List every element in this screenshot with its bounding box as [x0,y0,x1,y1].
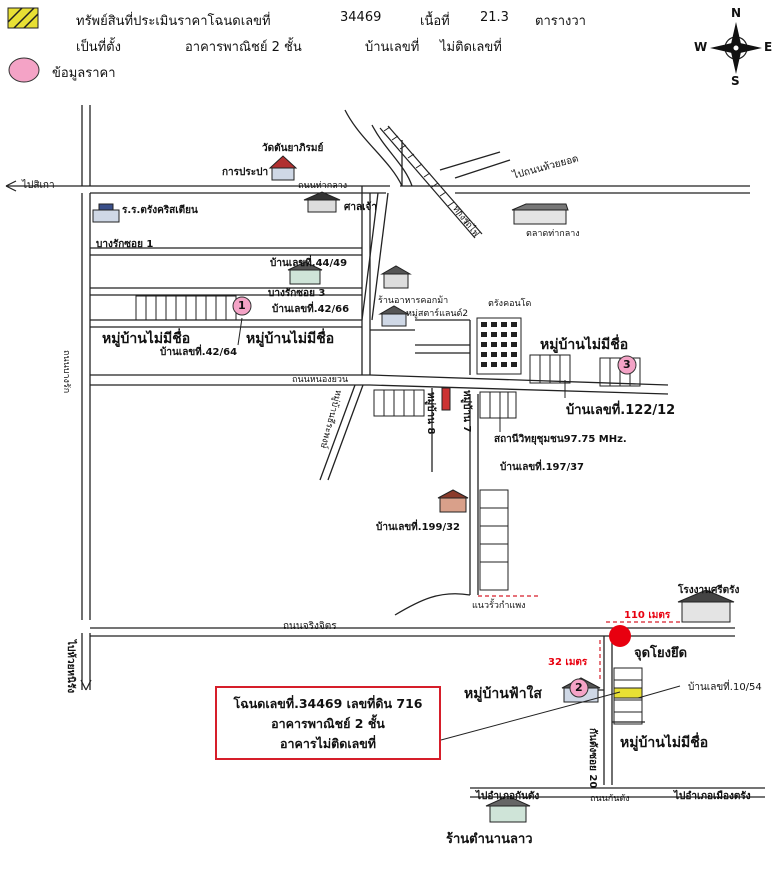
market-icon [511,203,569,225]
restaurant-icon [380,265,412,289]
house-icon-44-49 [287,261,323,285]
shrine-label: ศาลเจ้า [344,202,377,213]
no-name-village-4: หมู่บ้านไม่มีชื่อ [620,735,709,751]
wall-road-label: แนวรั้วกำแพง [472,601,526,611]
house-197-37-label: บ้านเลขที่.197/37 [500,462,585,473]
price-markers [232,296,637,698]
marker-2: 2 [575,681,583,694]
callout-line-1: โฉนดเลขที่.34469 เลขที่ดิน 716 [233,696,423,711]
house-no-value: ไม่ติดเลขที่ [440,40,502,55]
factory-icon [677,589,735,623]
school-icon [92,203,120,223]
deed-number: 34469 [340,10,382,25]
direction-arrows [5,180,92,691]
landmark-label: จุดโยงยึด [634,646,688,661]
marker-1: 1 [238,299,246,312]
market-label: ตลาดท่ากลาง [526,229,580,239]
house-icon-199-32 [437,489,469,513]
radio-station-label: สถานีวิทยุชุมชน97.75 MHz. [494,434,627,445]
house-10-54-label: บ้านเลขที่.10/54 [688,682,762,693]
price-legend-swatch [8,57,40,83]
village-fa-sai-label: หมู่บ้านฟ้าใส [464,686,542,702]
road-tha-klang-label: ถนนท่ากลาง [298,181,348,191]
no-name-village-1: หมู่บ้านไม่มีชื่อ [102,331,191,347]
to-huai-rin-label: ไปห้วยหนิรัง [65,640,76,694]
marker-3: 3 [623,358,631,371]
soi3-label: บางรักซอย 3 [268,288,326,299]
house-44-49-label: บ้านเลขที่.44/49 [270,258,348,269]
soi7-label: หมู่บ้าน 7 [461,390,472,433]
callout-line-3: อาคารไม่ติดเลขที่ [279,736,377,751]
area-value: 21.3 [480,10,509,25]
house-no-label: บ้านเลขที่ [365,40,420,55]
distance-lines [478,595,680,682]
area-label: เนื้อที่ [420,14,450,29]
compass-w: W [694,40,708,54]
no-name-village-2: หมู่บ้านไม่มีชื่อ [246,331,335,347]
radio-tower-icon [441,387,451,411]
trang-condo-label: ตรังคอนโด [488,299,532,309]
condo-building [476,317,522,375]
distance-32-label: 32 เมตร [548,657,588,668]
distance-110-label: 110 เมตร [624,610,671,621]
location-label: เป็นที่ตั้ง [76,40,121,55]
pra-pa-label: การประปา [222,167,269,178]
road-nong-yuan-label: ถนนหนองยวน [292,375,349,385]
road-kantang-label: ถนนกันตัง [590,794,630,804]
road-bang-rak-label: ถนนบางรัก [61,350,71,394]
deed-callout-box: โฉนดเลขที่.34469 เลขที่ดิน 716 อาคารพาณิ… [215,686,441,760]
area-unit: ตารางวา [535,14,586,29]
location-value: อาคารพาณิชย์ 2 ชั้น [185,40,302,55]
compass-s: S [731,74,740,88]
price-label: ข้อมูลราคา [52,66,116,81]
to-kantang-label: ไปอำเภอกันตัง [476,791,540,802]
callout-line-2: อาคารพาณิชย์ 2 ชั้น [271,716,385,731]
to-mueang-trang-label: ไปอำเภอเมืองตรัง [674,791,751,802]
village-star-label: หมู่สตาร์แลนด์2 [406,309,469,319]
school-label: ร.ร.ตรังคริสเตียน [122,205,198,216]
asset-lot [613,687,643,699]
restaurant-label: ร้านอาหารคอกม้า [378,296,449,306]
shrine-icon [303,191,341,213]
pointer-lines [237,317,681,741]
temple-icon [268,155,298,181]
shop-icon [485,795,531,823]
factory-label: โรงงานศรีตรัง [678,585,740,596]
soi20-label: กันตังซอย 20 [587,728,598,789]
house-199-32-label: บ้านเลขที่.199/32 [376,522,461,533]
asset-label: ทรัพย์สินที่ประเมินราคาโฉนดเลขที่ [76,14,271,29]
star-village-icon [378,305,410,327]
soi8-label: หมู่บ้าน 8 [425,392,436,435]
compass-n: N [731,6,742,20]
compass-rose [710,22,762,74]
railway-line [379,125,483,239]
shop-tamnan-label: ร้านตำนานลาว [446,832,533,847]
compass-e: E [764,40,773,54]
no-name-village-3: หมู่บ้านไม่มีชื่อ [540,337,629,353]
building-icons [92,155,735,823]
to-si-kao-label: ไปสิเกา [22,180,55,191]
soi1-label: บางรักซอย 1 [96,239,154,250]
house-42-66-label: บ้านเลขที่.42/66 [272,304,350,315]
house-122-12-label: บ้านเลขที่.122/12 [566,403,676,418]
wat-label: วัดตันยาภิรมย์ [262,143,324,154]
landmark-point [609,625,631,647]
house-42-64-label: บ้านเลขที่.42/64 [160,347,238,358]
road-jarin-label: ถนนจริงจิตร [283,621,337,632]
